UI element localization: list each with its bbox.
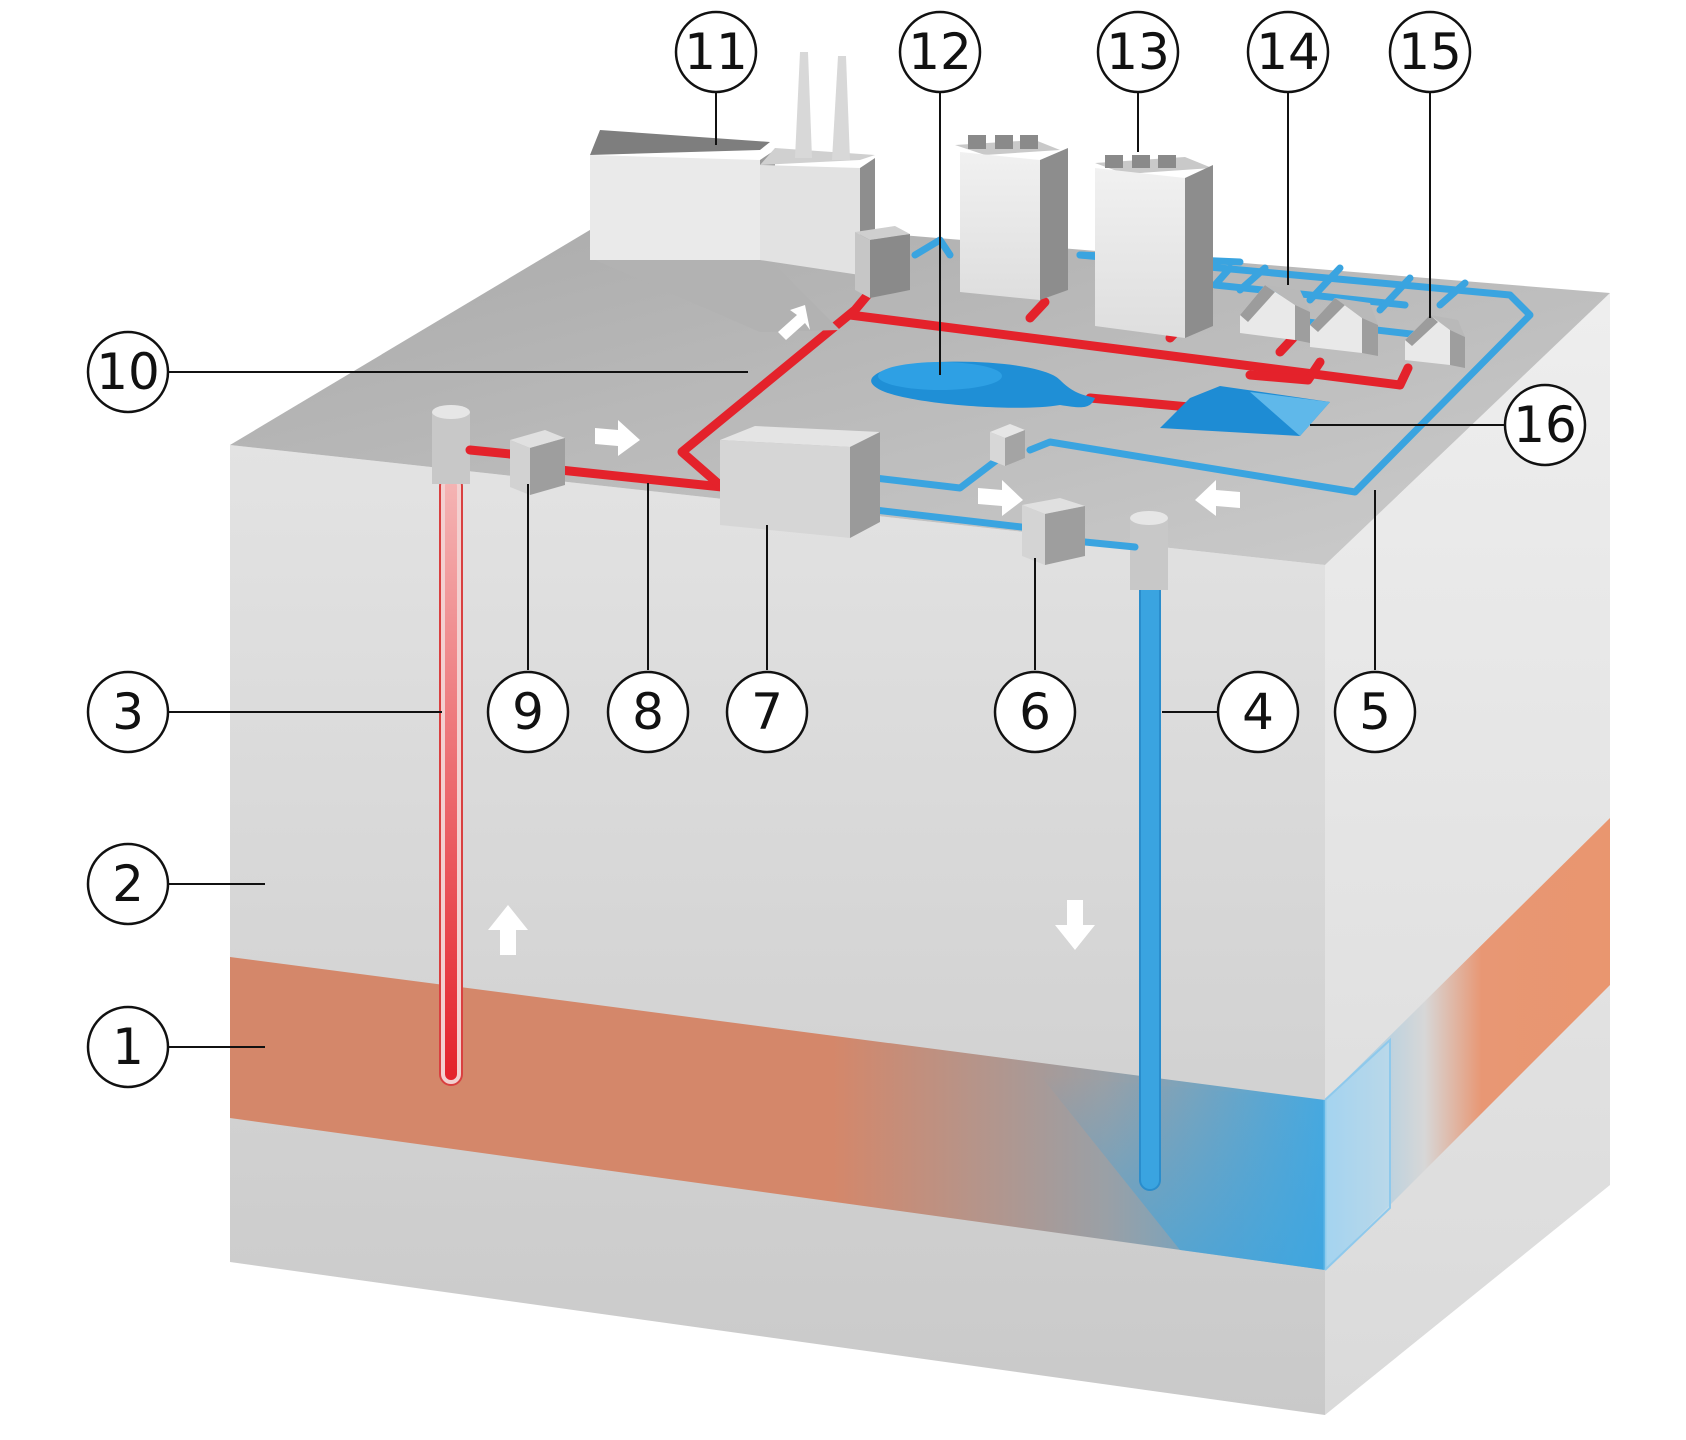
callout-12-label: 12 — [908, 23, 972, 81]
callout-14-label: 14 — [1256, 23, 1320, 81]
flow-arrow-right-cold — [978, 480, 1023, 516]
callout-15-label: 15 — [1398, 23, 1462, 81]
callout-4: 4 — [1216, 670, 1300, 754]
aquifer-layer-front — [230, 957, 1325, 1270]
swimming-pool — [1160, 386, 1330, 436]
callout-6-label: 6 — [1019, 683, 1051, 741]
callout-1-label: 1 — [112, 1018, 144, 1076]
callout-9: 9 — [486, 670, 570, 754]
tower-building-icon — [1095, 155, 1213, 338]
flow-arrow-down-deep — [1055, 900, 1095, 950]
callout-8: 8 — [606, 670, 690, 754]
production-well-fluid — [445, 480, 457, 1080]
callout-5: 5 — [1333, 670, 1417, 754]
hot-pipeline — [465, 287, 1413, 492]
cold-pipe-grid-2 — [1306, 264, 1344, 304]
hot-pipe-pond-link — [1085, 393, 1205, 413]
injection-well — [1130, 511, 1168, 1191]
leader-lines — [168, 92, 1505, 1048]
callout-2: 2 — [86, 842, 170, 926]
callouts: 1 2 3 4 5 6 7 8 — [86, 10, 1587, 1089]
hot-pipe-branch-a — [1025, 297, 1050, 323]
house-icon — [1240, 285, 1310, 343]
plume-side-edge — [1324, 1037, 1391, 1271]
callout-9-label: 9 — [512, 683, 544, 741]
valve-box — [990, 424, 1025, 466]
callout-10-label: 10 — [96, 343, 160, 401]
flow-arrow-diag-hot — [778, 305, 810, 340]
cold-pipe-grid-3 — [1376, 274, 1414, 314]
hot-pipe-riser — [677, 287, 875, 492]
callout-7: 7 — [725, 670, 809, 754]
cold-pipe-grid-4 — [1436, 279, 1469, 309]
callout-16-label: 16 — [1513, 396, 1577, 454]
callout-4-label: 4 — [1242, 683, 1274, 741]
flow-arrow-icon — [488, 305, 1240, 955]
flow-arrow-right-hot — [595, 420, 640, 456]
cold-water-plume — [1040, 1075, 1325, 1270]
callout-3: 3 — [86, 670, 170, 754]
injection-well-icon — [1130, 511, 1168, 590]
cold-pipe-return-loop — [1026, 251, 1534, 496]
callout-13-label: 13 — [1106, 23, 1170, 81]
flow-arrow-up-deep — [488, 905, 528, 955]
hot-pipe-pump-to-exchanger — [555, 465, 727, 492]
cold-pipe-grid-5 — [1236, 264, 1269, 294]
callout-1: 1 — [86, 1005, 170, 1089]
injection-well-casing — [1139, 574, 1161, 1191]
cold-pipe-exchanger-lower — [871, 506, 1034, 532]
callout-13: 13 — [1096, 10, 1180, 94]
callout-12: 12 — [898, 10, 982, 94]
callout-2-label: 2 — [112, 855, 144, 913]
callout-15: 15 — [1388, 10, 1472, 94]
house-icon — [1405, 315, 1465, 368]
heat-exchanger — [720, 426, 880, 538]
callout-8-label: 8 — [632, 683, 664, 741]
callout-14: 14 — [1246, 10, 1330, 94]
flow-arrow-left-cold — [1195, 480, 1240, 516]
callout-11: 11 — [674, 10, 758, 94]
tower-building-icon — [955, 135, 1068, 300]
callout-5-label: 5 — [1359, 683, 1391, 741]
callout-3-label: 3 — [112, 683, 144, 741]
callout-6: 6 — [993, 670, 1077, 754]
callout-11-label: 11 — [684, 23, 748, 81]
cold-pipe-to-injection — [1081, 538, 1139, 551]
production-well — [432, 405, 470, 1086]
callout-16: 16 — [1503, 383, 1587, 467]
cold-pipe-exchanger-upper — [871, 446, 1014, 492]
pump-production — [510, 430, 565, 495]
hot-pipe-main — [845, 310, 1413, 390]
aquifer-layer-side — [1325, 818, 1610, 1270]
cold-pipe-grid-1 — [1211, 264, 1409, 309]
house-icon — [1310, 298, 1378, 356]
pond — [871, 361, 1095, 408]
power-plant-icon — [590, 52, 910, 332]
pump-injection — [1022, 498, 1085, 565]
callout-10: 10 — [86, 330, 170, 414]
callout-7-label: 7 — [751, 683, 783, 741]
hot-pipe-to-pool — [1245, 357, 1325, 385]
production-well-icon — [432, 405, 470, 484]
